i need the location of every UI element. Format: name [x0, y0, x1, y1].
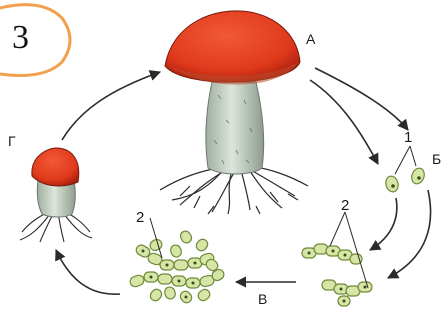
spores — [384, 146, 426, 193]
badge-number: 3 — [12, 19, 29, 56]
label-v: В — [258, 291, 267, 307]
label-a: А — [306, 31, 316, 47]
mycelium-cells — [129, 218, 226, 305]
mature-mushroom — [160, 11, 308, 214]
label-2-hyphae: 2 — [341, 197, 349, 214]
label-g: Г — [8, 133, 16, 149]
label-1: 1 — [404, 129, 412, 146]
arrow-spore-to-hypha-2 — [388, 190, 431, 278]
arrow-g-to-a — [62, 72, 160, 140]
arrow-a-to-spores-2 — [315, 68, 408, 130]
label-2-mycelium: 2 — [136, 209, 144, 226]
label-b: Б — [432, 151, 441, 167]
arrow-a-to-spores — [310, 80, 378, 164]
arrow-spore-to-hypha — [370, 198, 397, 250]
page-badge: 3 — [0, 5, 70, 76]
arrow-mycelium-to-g — [56, 250, 120, 294]
young-mushroom — [20, 148, 92, 242]
hyphae-cells — [302, 212, 372, 306]
